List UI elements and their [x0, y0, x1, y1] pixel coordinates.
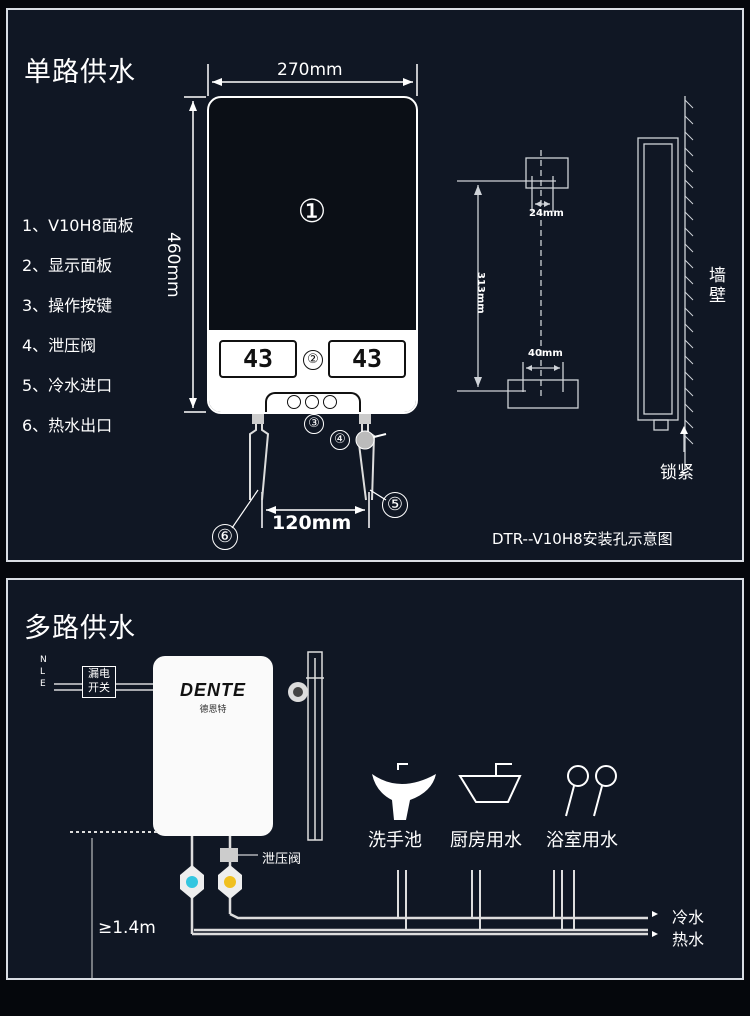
install-height-label: ≥1.4m [98, 918, 156, 938]
display-panel: 43 43 ② [209, 330, 416, 412]
pipe-spacing-dimension: 120mm [272, 512, 352, 534]
width-dimension: 270mm [277, 60, 343, 80]
hot-water-label: 热水 [672, 930, 705, 949]
temp-display-right: 43 [328, 340, 406, 378]
terminal-n: N [40, 655, 47, 665]
part-item: 5、冷水进口 [22, 376, 113, 395]
switch-label-1: 漏电 [88, 667, 110, 680]
fixture-sink-label: 洗手池 [368, 830, 422, 851]
parts-list: 1、V10H8面板 2、显示面板 3、操作按键 4、泄压阀 5、冷水进口 6、热… [22, 206, 134, 446]
part-item: 2、显示面板 [22, 256, 113, 275]
callout-4: ④ [330, 430, 350, 450]
heater-dimension-lines [184, 64, 694, 529]
hole-bottom-dimension: 40mm [528, 348, 563, 359]
key-button[interactable] [305, 395, 319, 409]
callout-6: ⑥ [212, 524, 238, 550]
part-item: 4、泄压阀 [22, 336, 97, 355]
single-supply-title: 单路供水 [24, 57, 136, 88]
key-bezel [265, 392, 361, 412]
height-dimension: 460mm [163, 232, 183, 298]
key-button[interactable] [323, 395, 337, 409]
part-item: 6、热水出口 [22, 416, 113, 435]
brand-logo-sub: 德恩特 [199, 705, 227, 715]
part-item: 3、操作按键 [22, 296, 113, 315]
fixture-kitchen-label: 厨房用水 [450, 830, 522, 851]
switch-label-2: 开关 [88, 681, 110, 694]
cold-water-label: 冷水 [672, 908, 705, 927]
brand-logo: DENTE [179, 680, 246, 700]
callout-3: ③ [304, 414, 324, 434]
plumbing-diagram [54, 651, 658, 978]
callout-5: ⑤ [382, 492, 408, 518]
hole-top-dimension: 24mm [529, 208, 564, 219]
leakage-switch: 漏电 开关 [82, 666, 116, 698]
relief-valve-label: 泄压阀 [262, 852, 302, 867]
fixture-bathroom-label: 浴室用水 [546, 830, 618, 851]
lock-label: 锁紧 [660, 463, 694, 483]
temp-display-left: 43 [219, 340, 297, 378]
wall-label: 墙壁 [709, 266, 726, 306]
power-terminals: N L E [40, 654, 50, 690]
hole-span-dimension: 313mm [475, 272, 486, 314]
key-button[interactable] [287, 395, 301, 409]
water-heater-front: 43 43 ② [207, 96, 418, 414]
callout-2: ② [303, 350, 323, 370]
water-heater-unit: DENTE 德恩特 [153, 656, 273, 836]
callout-1: ① [297, 192, 327, 230]
terminal-l: L [40, 667, 46, 677]
terminal-e: E [40, 679, 46, 689]
diagram-caption: DTR--V10H8安装孔示意图 [492, 530, 673, 548]
part-item: 1、V10H8面板 [22, 216, 134, 235]
multi-supply-title: 多路供水 [24, 613, 136, 644]
